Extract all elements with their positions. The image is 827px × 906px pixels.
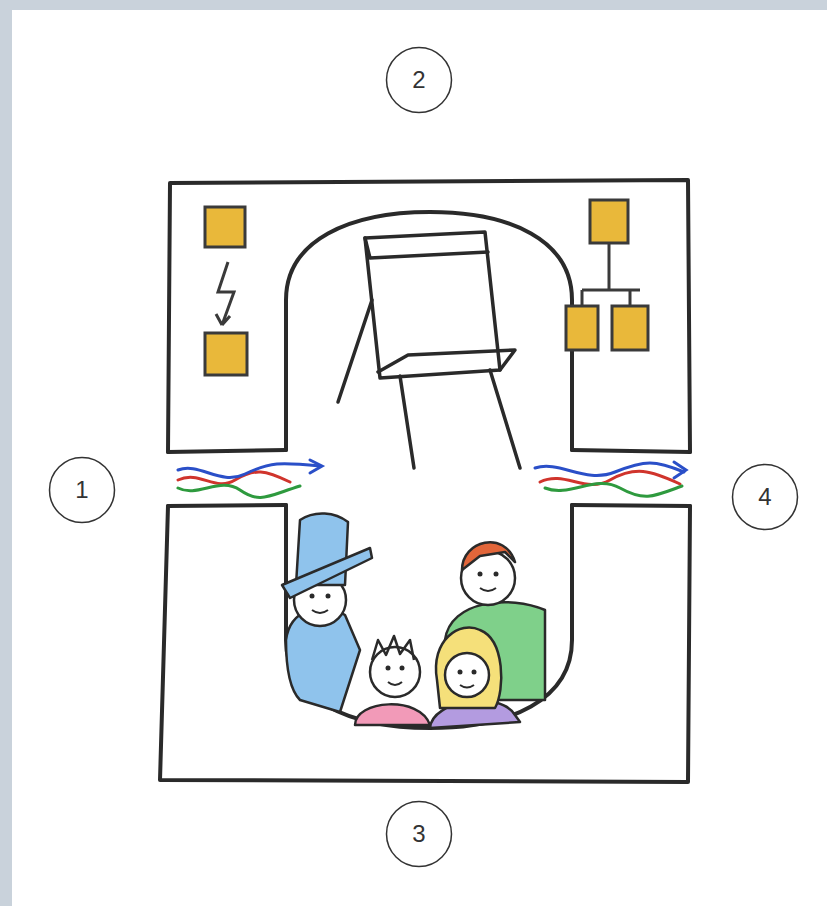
- arch-outline: [286, 505, 572, 728]
- callout-number: 1: [75, 476, 88, 504]
- page-background: [12, 10, 827, 906]
- flow-lines: [535, 462, 686, 496]
- circle-outline: [387, 802, 452, 867]
- yellow-box: [205, 207, 247, 375]
- flow-lines: [178, 460, 322, 498]
- hierarchy-lines: [582, 243, 640, 306]
- frame-outline: [160, 180, 690, 782]
- yellow-box: [566, 200, 648, 350]
- callout-number: 4: [758, 483, 771, 511]
- callout-number: 3: [412, 820, 425, 848]
- people-group: [282, 513, 545, 728]
- circle-outline: [733, 465, 798, 530]
- flipchart: [338, 232, 520, 468]
- callout-circle: 2: [385, 46, 453, 114]
- face-details: [310, 572, 499, 675]
- callout-circle: 1: [48, 456, 116, 524]
- callout-number: 2: [412, 66, 425, 94]
- callout-circle: 3: [385, 800, 453, 868]
- arch-outline: [286, 212, 572, 450]
- callout-circle: 4: [731, 463, 799, 531]
- lightning-symbol: [216, 262, 234, 325]
- circle-outline: [387, 48, 452, 113]
- band-outline: [168, 450, 690, 506]
- face-details: [312, 588, 496, 688]
- circle-outline: [50, 458, 115, 523]
